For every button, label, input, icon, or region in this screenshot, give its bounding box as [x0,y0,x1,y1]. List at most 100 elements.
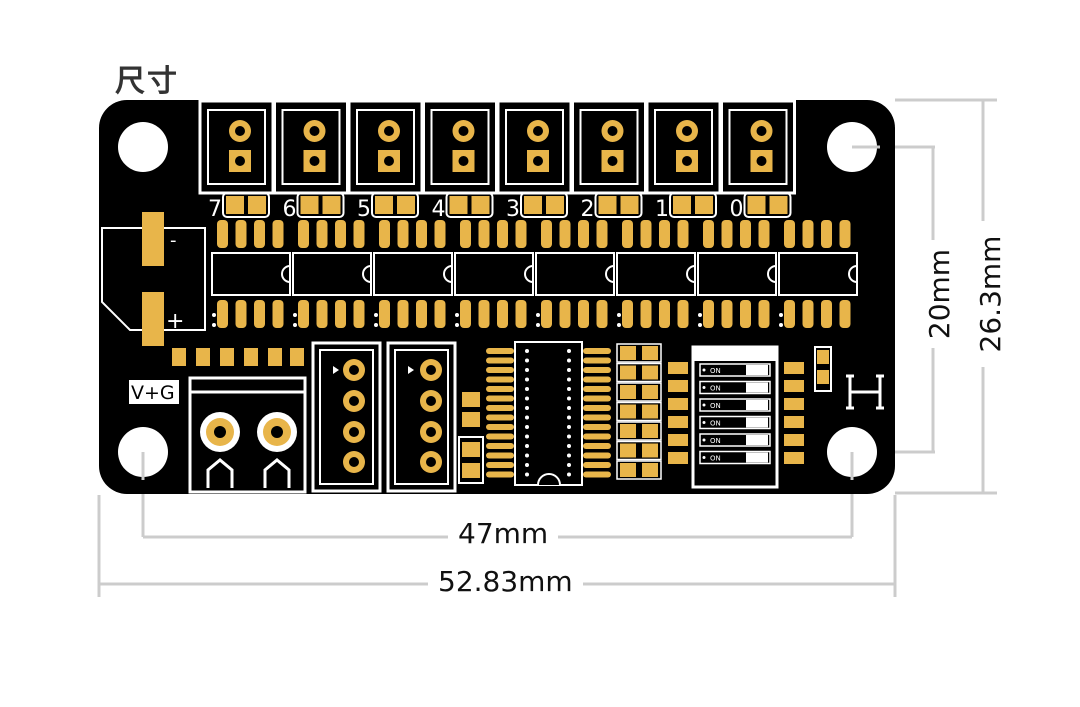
led-pad [449,196,468,214]
led-pad [673,196,691,214]
ic-pads-bottom [217,300,851,328]
led-pad [300,196,319,214]
pad [703,220,714,248]
resistor-array [616,343,804,480]
pad [559,300,571,328]
pad [839,300,851,328]
pad [353,300,365,328]
pad [397,220,409,248]
pad [416,220,427,248]
led-pad [524,196,542,214]
led-pad [695,196,713,214]
page-title: 尺寸 [115,64,179,99]
led-pad [598,196,617,214]
channel-connectors [198,99,796,195]
pad [677,300,689,328]
led-pad [546,196,564,214]
capacitor-minus-mark: - [170,230,177,251]
pad [622,220,633,248]
pad [596,300,608,328]
pad [235,300,247,328]
pad [416,300,427,328]
pad [298,220,309,248]
channel-label: 6 [283,197,297,222]
led-pad [769,196,788,214]
pad [478,220,490,248]
dip-on-label: ON [710,367,721,375]
ic-body [211,252,291,296]
power-label: V+G [131,382,175,404]
pad [802,220,814,248]
ic-body [454,252,534,296]
pad [802,300,814,328]
ic-body [778,252,858,296]
channel-label: 7 [208,197,222,222]
capacitor: - + [101,212,206,346]
pad [659,300,670,328]
dip-on-label: ON [710,385,721,393]
ic-body [616,252,696,296]
pad [578,220,589,248]
pad [559,220,571,248]
pad [703,300,714,328]
ic-body [535,252,615,296]
led-pad [248,196,266,214]
silk-dots [212,313,783,327]
smd-right [814,346,884,410]
channel-label: 2 [581,197,595,222]
pad [298,300,309,328]
channel-label: 1 [655,197,669,222]
pad [640,300,652,328]
pad [596,220,608,248]
pad [758,300,770,328]
pad [217,300,228,328]
header-2 [386,341,457,493]
pad [235,220,247,248]
pad [353,220,365,248]
pad [515,220,527,248]
header-1 [311,341,382,493]
pad [272,220,284,248]
channel-label: 0 [730,197,744,222]
led-pad [747,196,766,214]
pad [335,220,346,248]
pad [821,220,832,248]
led-pad [397,196,415,214]
smd-row-left [172,348,304,366]
pad [316,220,328,248]
dim-hole-spacing-width: 47mm [448,518,559,550]
ic-pads-top [217,220,851,248]
pad [721,300,733,328]
pad [578,300,589,328]
pad [740,300,751,328]
pad [460,220,471,248]
pad [740,220,751,248]
dip-on-label: ON [710,455,721,463]
pad [397,300,409,328]
pad [541,300,552,328]
pad [784,220,795,248]
dip-on-label: ON [710,420,721,428]
pad [478,300,490,328]
smd-vertical [458,392,484,484]
pad [640,220,652,248]
pad [784,300,795,328]
pad [434,220,446,248]
led-pad [620,196,639,214]
ic-outlines [211,252,858,296]
channel-label: 3 [506,197,520,222]
pad [758,220,770,248]
pad [821,300,832,328]
pad [379,300,390,328]
pad [379,220,390,248]
pad [316,300,328,328]
pad [335,300,346,328]
channel-label: 5 [357,197,371,222]
dim-hole-spacing-height: 20mm [923,240,956,348]
pad [217,220,228,248]
pad [272,300,284,328]
pad [497,300,508,328]
dip-on-label: ON [710,437,721,445]
